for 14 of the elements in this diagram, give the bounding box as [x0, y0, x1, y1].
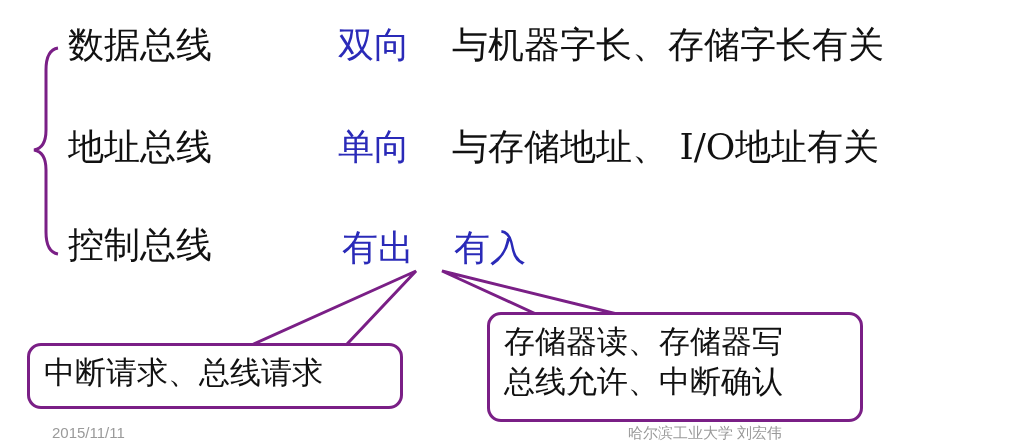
row-title: 地址总线 [68, 126, 212, 168]
callout-box: 中断请求、总线请求 [27, 343, 403, 409]
description: 与机器字长、存储字长有关 [452, 24, 884, 66]
row-title: 控制总线 [68, 224, 212, 266]
description: 与存储地址、 I/O地址有关 [452, 126, 880, 168]
direction-text: 有入 [440, 225, 540, 271]
direction-text: 双向 [338, 24, 410, 66]
direction-text: 单向 [338, 126, 410, 168]
row-title: 数据总线 [68, 24, 212, 66]
footer-date: 2015/11/11 [52, 424, 125, 441]
footer-text: 哈尔滨工业大学 刘宏伟 [628, 424, 783, 443]
direction-text: 有出 [334, 225, 422, 271]
callout-box: 存储器读、存储器写总线允许、中断确认 [487, 312, 863, 422]
callout-pointer [251, 269, 418, 346]
